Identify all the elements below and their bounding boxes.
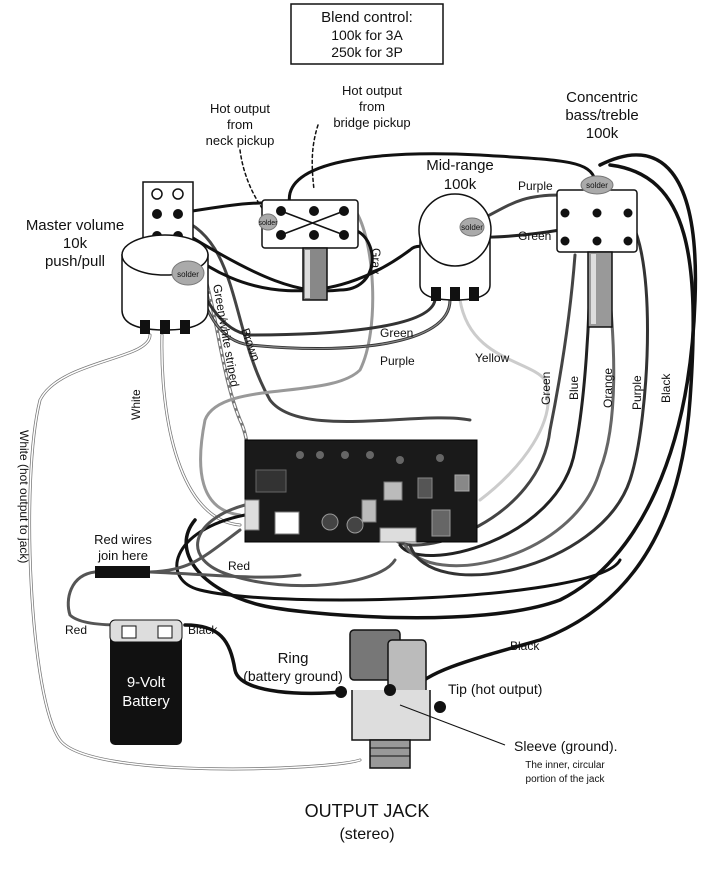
wire-purple-2 bbox=[478, 193, 562, 222]
solder-label-3: solder bbox=[461, 223, 483, 232]
hot-neck-3: neck pickup bbox=[206, 133, 275, 148]
wire-label-red-1: Red bbox=[228, 559, 250, 573]
wire-black-2 bbox=[410, 163, 695, 692]
wire-label-black-2: Black bbox=[510, 639, 540, 653]
wire-white-hot bbox=[28, 333, 362, 771]
solder-label-4: solder bbox=[586, 181, 608, 190]
hot-bridge-2: from bbox=[359, 99, 385, 114]
wire-label-red-2: Red bbox=[65, 623, 87, 637]
battery: 9-Volt Battery bbox=[109, 619, 183, 745]
sleeve-label-2: The inner, circular bbox=[525, 760, 605, 771]
red-wires-label-1: Red wires bbox=[94, 532, 152, 547]
red-join-sleeve bbox=[95, 566, 150, 578]
wire-label-gray: Gray bbox=[369, 248, 383, 274]
wire-label-green-2: Green bbox=[518, 229, 551, 243]
wire-black-1 bbox=[184, 153, 698, 620]
master-label-1: Master volume bbox=[26, 217, 124, 234]
wire-label-white-hot: White (hot output to jack) bbox=[17, 430, 31, 563]
hot-bridge-1: Hot output bbox=[342, 83, 402, 98]
red-wires-label-2: join here bbox=[97, 548, 148, 563]
wire-hot-bridge bbox=[311, 124, 319, 191]
wire-orange bbox=[403, 253, 616, 568]
master-volume-pot: solder Master volume 10k push/pull bbox=[26, 181, 209, 334]
wire-top-loop bbox=[287, 152, 597, 207]
wire-label-black-1: Black bbox=[188, 623, 218, 637]
jack-label-2: (stereo) bbox=[339, 826, 394, 843]
wire-label-orange: Orange bbox=[601, 368, 615, 408]
wire-label-purple-1: Purple bbox=[380, 354, 415, 368]
midrange-pot: solder Mid-range 100k bbox=[418, 157, 494, 301]
wire-label-white: White bbox=[129, 389, 143, 420]
master-label-2: 10k bbox=[63, 235, 88, 252]
concentric-label-1: Concentric bbox=[566, 89, 638, 106]
wire-label-green-1: Green bbox=[380, 326, 413, 340]
blend-title: Blend control: bbox=[321, 9, 413, 26]
blend-line1: 100k for 3A bbox=[331, 27, 403, 43]
preamp-board bbox=[244, 439, 478, 543]
blend-box: Blend control: 100k for 3A 250k for 3P bbox=[290, 3, 444, 65]
wire-purple-3 bbox=[408, 208, 649, 577]
wire-red-2 bbox=[66, 570, 122, 627]
wire-yellow bbox=[458, 298, 550, 502]
wire-label-green-3: Green bbox=[539, 372, 553, 405]
hot-neck-1: Hot output bbox=[210, 101, 270, 116]
tip-label: Tip (hot output) bbox=[448, 681, 542, 697]
wire-label-green-white: Green/white striped bbox=[210, 283, 242, 388]
midrange-label-1: Mid-range bbox=[426, 157, 494, 174]
wire-label-purple-3: Purple bbox=[630, 375, 644, 410]
sleeve-label-3: portion of the jack bbox=[526, 774, 606, 785]
wire-label-yellow: Yellow bbox=[475, 351, 510, 365]
output-jack bbox=[335, 629, 506, 769]
wire-label-black-3: Black bbox=[659, 373, 673, 403]
battery-label-1: 9-Volt bbox=[127, 674, 166, 691]
concentric-label-3: 100k bbox=[586, 125, 619, 142]
wire-black-battery bbox=[183, 623, 342, 696]
blend-pot: solder bbox=[258, 199, 359, 301]
solder-label-2: solder bbox=[258, 220, 278, 227]
concentric-label-2: bass/treble bbox=[565, 107, 638, 124]
wire-label-blue: Blue bbox=[567, 376, 581, 400]
master-label-3: push/pull bbox=[45, 253, 105, 270]
solder-label-1: solder bbox=[177, 270, 199, 279]
ring-label-2: (battery ground) bbox=[243, 668, 343, 684]
jack-label-1: OUTPUT JACK bbox=[305, 801, 430, 821]
ring-label-1: Ring bbox=[278, 650, 309, 667]
sleeve-label-1: Sleeve (ground). bbox=[514, 738, 618, 754]
blend-line2: 250k for 3P bbox=[331, 44, 403, 60]
battery-label-2: Battery bbox=[122, 693, 170, 710]
midrange-label-2: 100k bbox=[444, 176, 477, 193]
hot-bridge-3: bridge pickup bbox=[333, 115, 410, 130]
hot-neck-2: from bbox=[227, 117, 253, 132]
concentric-pot: solder Concentric bass/treble 100k bbox=[556, 89, 639, 328]
wire-label-purple-2: Purple bbox=[518, 179, 553, 193]
wire-gray bbox=[199, 208, 375, 517]
wire-board-loop-1 bbox=[175, 513, 622, 602]
